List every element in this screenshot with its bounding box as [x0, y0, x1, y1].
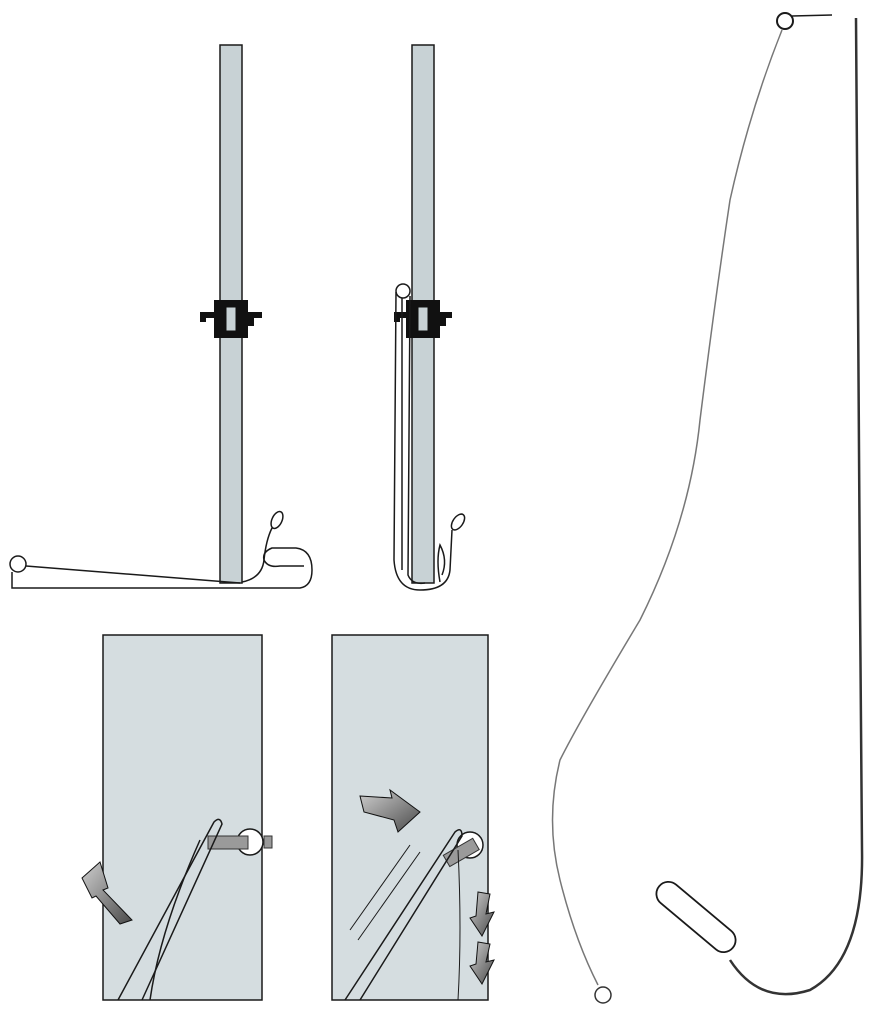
lever-handle-icon: [207, 828, 273, 856]
wire-tool-icon: [393, 283, 466, 591]
wire-tool-icon: [117, 818, 223, 1001]
ring-loop-icon: [776, 12, 794, 30]
down-arrow-icon: [469, 891, 495, 937]
diagonal-arrow-icon: [359, 788, 421, 833]
down-arrow-icon: [469, 941, 495, 985]
wire-tool-icon: [344, 829, 463, 1001]
grip-handle-icon: [655, 880, 737, 954]
figure-door-panel-pull-down: [331, 634, 495, 1001]
figure-door-edge-flat-tool: [9, 44, 313, 589]
figure-wire-tool-full: [551, 12, 864, 1004]
lever-handle-icon: [200, 300, 262, 338]
wire-tool-icon: [9, 510, 313, 589]
lever-handle-icon: [442, 831, 484, 868]
wire-spine: [728, 17, 864, 996]
figure-door-edge-hooked-tool: [393, 44, 466, 591]
up-arrow-icon: [81, 861, 133, 925]
figure-door-panel-pull-up: [81, 634, 273, 1001]
wire-strand: [551, 29, 783, 986]
ring-loop-icon: [594, 986, 612, 1004]
door-panel: [102, 634, 263, 1001]
lever-handle-icon: [394, 300, 452, 338]
